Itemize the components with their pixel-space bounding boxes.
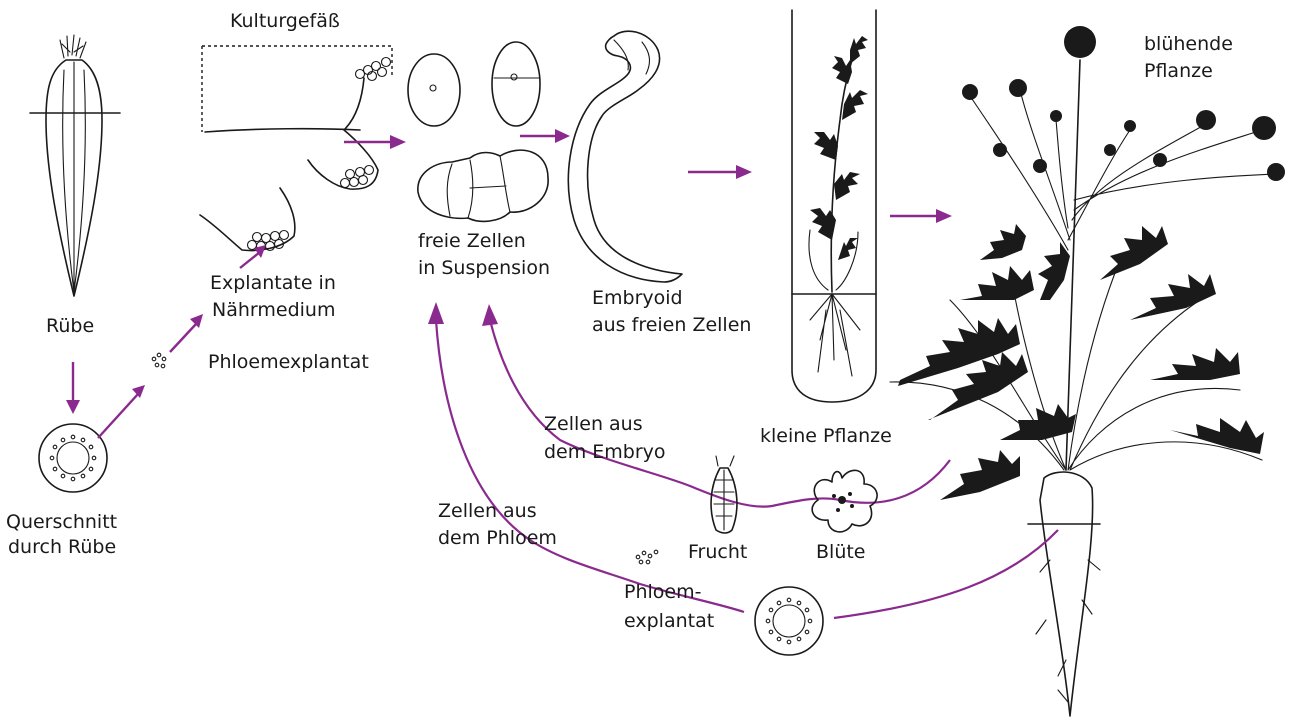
- label-ruebe: Rübe: [46, 315, 94, 337]
- free-cells-illustration: [408, 42, 548, 221]
- flowering-carrot-plant: [890, 26, 1285, 716]
- label-bluete: Blüte: [816, 541, 866, 563]
- label-zellen-embryo-1: Zellen aus: [544, 413, 643, 435]
- arrow-embryoid-to-plantlet: [688, 165, 752, 179]
- label-kulturgefaess: Kulturgefäß: [230, 10, 340, 32]
- label-phloemexplantat: Phloemexplantat: [208, 351, 369, 373]
- arrow-plantlet-to-plant: [890, 209, 952, 223]
- label-embryoid-1: Embryoid: [592, 287, 683, 309]
- label-kleine-pflanze: kleine Pflanze: [760, 425, 892, 447]
- label-frucht: Frucht: [688, 541, 747, 563]
- explant-pieces-icon: [152, 353, 166, 368]
- test-tube-plantlet: [792, 10, 876, 402]
- label-zellen-phloem-2: dem Phloem: [438, 527, 557, 549]
- label-zellen-phloem-1: Zellen aus: [438, 500, 537, 522]
- arrow-explant-inset: [240, 245, 266, 268]
- label-embryoid-2: aus freien Zellen: [592, 314, 751, 336]
- label-explantate-2: Nährmedium: [212, 299, 335, 321]
- cross-section-icon-2: [755, 587, 823, 655]
- arrow-querschnitt-to-explantat: [98, 314, 203, 438]
- umbel-flowers: [962, 26, 1285, 181]
- label-querschnitt-2: durch Rübe: [8, 536, 116, 558]
- carrot-foliage: [898, 224, 1264, 500]
- flower-icon: [812, 470, 877, 532]
- label-phloem-explantat-1: Phloem-: [624, 581, 701, 603]
- cross-section-icon: [39, 424, 107, 492]
- label-phloem-explantat-2: explantat: [624, 610, 714, 632]
- arrow-cells-to-embryoid: [520, 129, 570, 143]
- carrot-root-illustration: [30, 35, 120, 296]
- label-zellen-embryo-2: dem Embryo: [544, 441, 666, 463]
- embryoid-illustration: [568, 31, 682, 282]
- label-freie-zellen-2: in Suspension: [418, 257, 550, 279]
- label-explantate-1: Explantate in: [210, 272, 336, 294]
- culture-vessel-illustration: [200, 46, 392, 251]
- fruit-icon: [711, 456, 737, 533]
- label-querschnitt-1: Querschnitt: [6, 511, 117, 533]
- label-bluehende-2: Pflanze: [1144, 60, 1213, 82]
- arrow-ruebe-to-querschnitt: [66, 362, 80, 414]
- label-freie-zellen-1: freie Zellen: [418, 230, 526, 252]
- label-bluehende-1: blühende: [1144, 33, 1233, 55]
- phloem-pieces-icon: [636, 550, 658, 564]
